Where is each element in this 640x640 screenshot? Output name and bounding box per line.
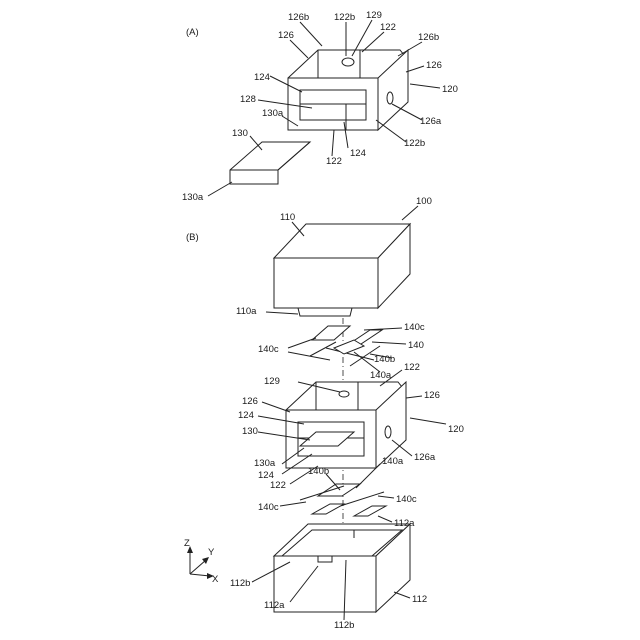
label-130-b: 130	[242, 426, 258, 437]
label-129-a: 129	[366, 10, 382, 21]
label-130a-a2: 130a	[182, 192, 204, 203]
label-140b-1: 140b	[374, 354, 395, 365]
frame-120-view-a	[288, 50, 408, 130]
label-110a: 110a	[236, 306, 257, 317]
label-124-b1: 124	[238, 410, 254, 421]
plate-130-view-a	[230, 142, 310, 184]
label-126a-a: 126a	[420, 116, 442, 127]
label-140c-4: 140c	[258, 502, 279, 513]
label-110: 110	[280, 212, 295, 223]
axis-label-x: X	[212, 574, 219, 585]
label-126b-a1: 126b	[288, 12, 309, 23]
label-122b-a2: 122b	[404, 138, 425, 149]
label-124-a2: 124	[350, 148, 366, 159]
label-128: 128	[240, 94, 256, 105]
label-112: 112	[412, 594, 427, 605]
label-122-a1: 122	[380, 22, 396, 33]
label-122-b2: 122	[270, 480, 286, 491]
label-126-b2: 126	[424, 390, 440, 401]
axis-label-z: Z	[184, 538, 190, 549]
label-140c-2: 140c	[258, 344, 279, 355]
label-126b-a2: 126b	[418, 32, 439, 43]
cap-110	[274, 224, 410, 316]
label-100: 100	[416, 196, 432, 207]
label-112a-1: 112a	[394, 518, 415, 529]
base-112	[274, 524, 410, 612]
label-126-a2: 126	[426, 60, 442, 71]
label-126-a1: 126	[278, 30, 294, 41]
label-120-b: 120	[448, 424, 464, 435]
label-112b-2: 112b	[334, 620, 354, 631]
spring-140-upper	[310, 326, 382, 366]
panel-label-b: (B)	[186, 232, 199, 243]
label-140: 140	[408, 340, 424, 351]
label-130a-b: 130a	[254, 458, 276, 469]
panel-label-a: (A)	[186, 27, 199, 38]
label-122-b1: 122	[404, 362, 420, 373]
label-130-a: 130	[232, 128, 248, 139]
label-112b-1: 112b	[230, 578, 250, 589]
label-140c-1: 140c	[404, 322, 425, 333]
label-126a-b: 126a	[414, 452, 436, 463]
label-122b-a1: 122b	[334, 12, 355, 23]
label-140b-2: 140b	[308, 466, 329, 477]
label-126-b1: 126	[242, 396, 258, 407]
label-120-a: 120	[442, 84, 458, 95]
label-129-b: 129	[264, 376, 280, 387]
label-130a-a1: 130a	[262, 108, 284, 119]
label-140a-2: 140a	[382, 456, 404, 467]
axis-label-y: Y	[208, 547, 215, 558]
label-140c-3: 140c	[396, 494, 417, 505]
label-112a-2: 112a	[264, 600, 285, 611]
label-122-a2: 122	[326, 156, 342, 167]
label-140a-1: 140a	[370, 370, 392, 381]
label-124-a1: 124	[254, 72, 270, 83]
